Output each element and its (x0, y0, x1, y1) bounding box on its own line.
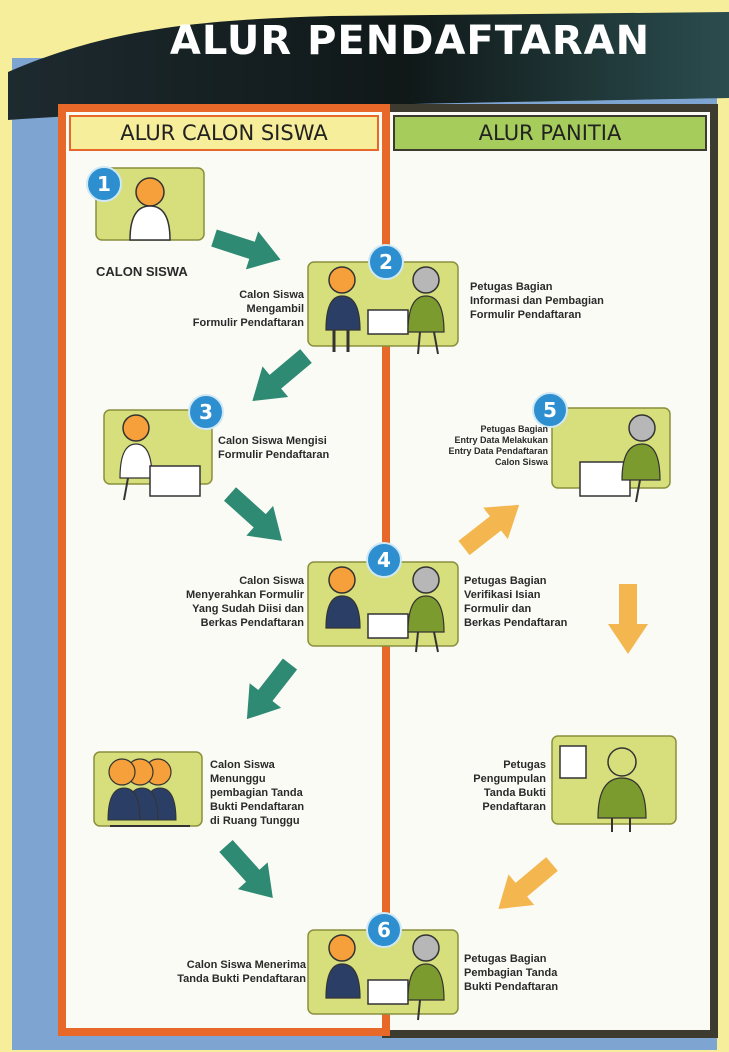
panitia-column-title: ALUR PANITIA (478, 121, 622, 145)
step-6-student-text: Calon Siswa Menerima Tanda Bukti Pendaft… (177, 959, 306, 985)
step-3-card (103, 409, 213, 501)
collection-card (551, 735, 677, 832)
step-5-card (551, 407, 671, 503)
step-2-staff-text: Petugas Bagian Informasi dan Pembagian F… (470, 281, 604, 321)
step-3-badge: 3 (188, 394, 224, 430)
step-6-badge: 6 (366, 912, 402, 948)
title-banner (8, 12, 729, 120)
step-4-card (307, 561, 459, 653)
page-title: ALUR PENDAFTARAN (169, 18, 651, 64)
waiting-text: Calon Siswa Menunggu pembagian Tanda Buk… (210, 759, 305, 827)
step-4-badge: 4 (366, 542, 402, 578)
step-6-card (307, 929, 459, 1021)
panitia-header-box (393, 115, 707, 151)
step-1-caption: CALON SISWA (96, 264, 188, 279)
step-2-card (307, 261, 459, 355)
step-3-text: Calon Siswa Mengisi Formulir Pendaftaran (218, 435, 330, 461)
step-2-badge: 2 (368, 244, 404, 280)
collection-text: Petugas Pengumpulan Tanda Bukti Pendafta… (473, 759, 546, 813)
step-6-staff-text: Petugas Bagian Pembagian Tanda Bukti Pen… (464, 953, 559, 993)
step-4-staff-text: Petugas Bagian Verifikasi Isian Formulir… (464, 575, 568, 629)
step-2-student-text: Calon Siswa Mengambil Formulir Pendaftar… (192, 289, 304, 329)
siswa-column-title: ALUR CALON SISWA (120, 121, 328, 145)
waiting-room-card (93, 751, 203, 827)
step-5-badge: 5 (532, 392, 568, 428)
step-4-student-text: Calon Siswa Menyerahkan Formulir Yang Su… (186, 575, 304, 629)
step-1-badge: 1 (86, 166, 122, 202)
step-5-text: Petugas Bagian Entry Data Melakukan Entr… (448, 424, 548, 467)
siswa-header-box (69, 115, 379, 151)
step-1-card (95, 167, 205, 241)
